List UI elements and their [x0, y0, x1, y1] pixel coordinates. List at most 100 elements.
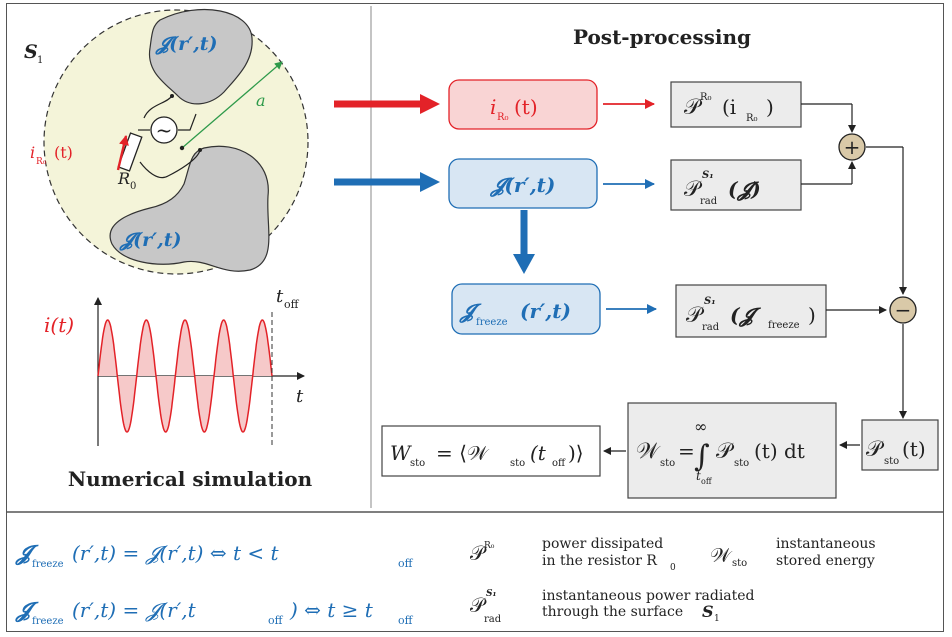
svg-text:𝒲: 𝒲: [710, 543, 733, 567]
svg-text:(t): (t): [514, 95, 538, 119]
svg-text:R₀: R₀: [484, 541, 495, 551]
svg-text:instantaneous: instantaneous: [776, 536, 876, 552]
plot-x-label: t: [296, 386, 304, 407]
svg-text:∞: ∞: [694, 417, 707, 436]
svg-text:off: off: [701, 477, 713, 486]
svg-text:)⟩: )⟩: [568, 441, 584, 465]
legend-Wsto: 𝒲 sto instantaneous stored energy: [710, 536, 876, 569]
svg-text:): ): [766, 95, 774, 119]
current-arrow: [116, 135, 129, 171]
svg-text:t: t: [696, 469, 701, 483]
svg-text:R₀: R₀: [36, 157, 47, 167]
W-final-label: W sto = ⟨𝒲 sto (t off )⟩: [390, 441, 584, 469]
plot-sine-curve: [97, 319, 273, 433]
Wsto-integral-label: 𝒲 sto = ∞ ∫ t off 𝒫 sto (t) dt: [636, 417, 805, 486]
svg-text:sto: sto: [734, 458, 749, 469]
figure-frame: [6, 3, 944, 632]
PR0-box: [670, 81, 802, 128]
svg-text:0: 0: [670, 563, 676, 573]
minus-node-icon: [889, 296, 917, 324]
Wsto-integral-box: [627, 402, 837, 499]
svg-text:t: t: [276, 286, 284, 307]
J-box: [448, 158, 598, 209]
svg-text:= ⟨𝒲: = ⟨𝒲: [436, 441, 490, 465]
current-plot: [94, 297, 305, 446]
radius-label: a: [256, 91, 266, 110]
Prad-box-label: 𝒫 S₁ rad (𝓙): [684, 170, 761, 207]
surface-label: S 1: [24, 41, 43, 66]
svg-text:) ⇔ t ≥ t: ) ⇔ t ≥ t: [289, 598, 374, 622]
svg-text:R₀: R₀: [497, 112, 509, 123]
svg-text:S: S: [24, 41, 38, 63]
lower-J-label: 𝓙(r′,t): [119, 229, 182, 251]
post-processing-title: Post-processing: [573, 25, 751, 49]
svg-text:(r′,t) = 𝓙(r′,t) ⇔ t < t: (r′,t) = 𝓙(r′,t) ⇔ t < t: [72, 541, 279, 565]
svg-text:1: 1: [37, 55, 43, 66]
svg-text:in the resistor R: in the resistor R: [542, 553, 657, 569]
svg-text:(t): (t): [902, 437, 926, 461]
svg-text:∫: ∫: [694, 439, 710, 474]
upper-J-label: 𝓙(r′,t): [155, 33, 218, 55]
svg-text:W: W: [390, 441, 412, 465]
svg-text:i: i: [30, 143, 35, 162]
Prad-box: [670, 159, 802, 211]
voltage-source-icon: [150, 116, 178, 144]
svg-text:rad: rad: [702, 322, 720, 333]
svg-text:𝒫: 𝒫: [684, 177, 703, 202]
J-box-label: 𝓙(r′,t): [490, 173, 556, 197]
svg-text:R₀: R₀: [746, 113, 758, 124]
svg-text:sto: sto: [884, 456, 899, 467]
legend-eq1: 𝓙 freeze (r′,t) = 𝓙(r′,t) ⇔ t < t off: [15, 540, 414, 570]
svg-text:(r′,t): (r′,t): [520, 299, 571, 323]
PR0-box-label: 𝒫 R₀ (i R₀ ): [684, 92, 774, 124]
upper-conductor: [148, 8, 253, 105]
svg-text:(t) dt: (t) dt: [754, 439, 805, 463]
svg-text:𝒫: 𝒫: [470, 541, 487, 565]
svg-text:S₁: S₁: [702, 170, 714, 181]
svg-text:(r′,t) = 𝓙(r′,t: (r′,t) = 𝓙(r′,t: [72, 598, 197, 622]
svg-text:off: off: [398, 557, 414, 570]
svg-text:S₁: S₁: [704, 296, 716, 307]
current-box: [448, 79, 598, 130]
minus-symbol: −: [895, 298, 912, 322]
plot-toff-label: t off: [276, 286, 300, 311]
legend-Prad: 𝒫 S₁ rad instantaneous power radiated th…: [470, 588, 755, 625]
radius-arrow: [181, 61, 283, 149]
svg-text:sto: sto: [410, 458, 425, 469]
plus-node-icon: [838, 133, 866, 161]
svg-text:i: i: [490, 95, 496, 119]
svg-text:instantaneous power radiated: instantaneous power radiated: [542, 588, 755, 604]
svg-text:S: S: [702, 602, 714, 621]
W-final-box: [381, 425, 601, 477]
svg-text:off: off: [284, 298, 300, 311]
resistor-label: R 0: [117, 169, 136, 192]
svg-text:S₁: S₁: [486, 589, 496, 599]
Psto-box: [861, 419, 939, 471]
svg-text:off: off: [398, 614, 414, 627]
svg-text:𝒫: 𝒫: [866, 437, 885, 462]
svg-text:𝒫: 𝒫: [684, 95, 703, 120]
Prad-freeze-box-label: 𝒫 S₁ rad (𝓙 freeze ): [686, 296, 816, 333]
svg-text:(i: (i: [722, 95, 736, 119]
Prad-freeze-box: [675, 284, 827, 338]
svg-text:off: off: [552, 458, 566, 469]
svg-text:power dissipated: power dissipated: [542, 536, 663, 552]
svg-text:): ): [808, 303, 816, 327]
simulation-title: Numerical simulation: [68, 467, 313, 491]
svg-text:sto: sto: [732, 558, 747, 569]
lower-conductor: [109, 145, 270, 272]
current-box-label: i R₀ (t): [490, 95, 538, 123]
svg-text:sto: sto: [510, 458, 525, 469]
svg-text:𝒲: 𝒲: [636, 439, 661, 464]
legend-PR0: 𝒫 R₀ power dissipated in the resistor R …: [470, 536, 676, 573]
svg-text:𝒫: 𝒫: [686, 303, 705, 328]
svg-text:off: off: [268, 614, 284, 627]
svg-text:R: R: [117, 169, 130, 188]
source-symbol: ~: [156, 118, 173, 142]
svg-text:(t): (t): [54, 143, 73, 162]
svg-text:sto: sto: [660, 458, 675, 469]
svg-text:rad: rad: [484, 614, 502, 625]
svg-text:𝒫: 𝒫: [470, 593, 487, 617]
svg-text:through the surface: through the surface: [542, 604, 683, 620]
